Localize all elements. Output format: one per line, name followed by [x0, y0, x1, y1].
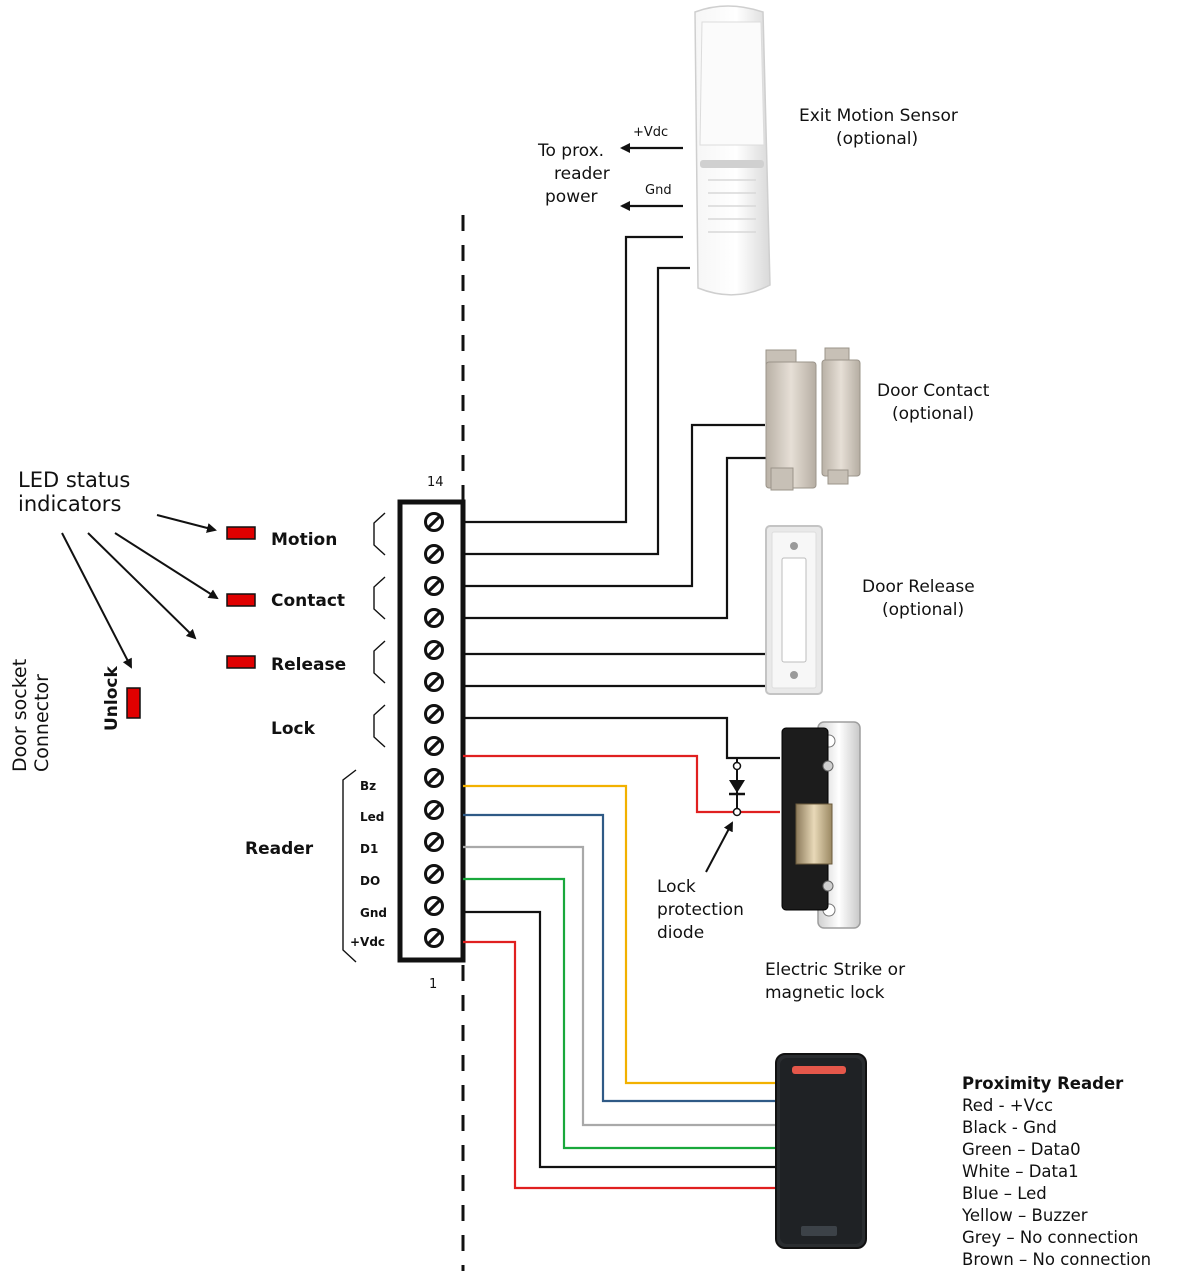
pin-label-do: DO: [360, 874, 380, 888]
strike-label: Electric Strike or magnetic lock: [765, 960, 910, 1003]
reader-pin-labels: Bz Led D1 DO Gnd +Vdc: [350, 779, 387, 949]
wire-blue-led: [463, 813, 780, 1103]
terminal-number-14: 14: [427, 475, 444, 490]
motion-sensor-label: Exit Motion Sensor (optional): [799, 106, 963, 149]
prox-legend-line: Brown – No connection: [962, 1250, 1151, 1269]
power-gnd-label: Gnd: [645, 183, 672, 198]
pin-label-d1: D1: [360, 842, 378, 856]
door-release-image: [765, 525, 823, 695]
prox-legend-line: White – Data1: [962, 1162, 1079, 1181]
motion-sensor-image: [694, 5, 771, 296]
terminal-screw-5: [424, 800, 444, 820]
wire-black-gnd: [463, 910, 780, 1169]
pin-label-led: Led: [360, 810, 384, 824]
device-wires: [463, 235, 785, 760]
prox-legend-line: Yellow – Buzzer: [961, 1206, 1088, 1225]
prox-legend-line: Green – Data0: [962, 1140, 1081, 1159]
terminal-screw-2: [424, 896, 444, 916]
door-contact-label: Door Contact (optional): [877, 381, 995, 424]
led-motion: [226, 526, 256, 540]
power-vdc-label: +Vdc: [633, 125, 668, 140]
pin-label-gnd: Gnd: [360, 906, 387, 920]
proximity-reader-image: [775, 1053, 867, 1249]
terminal-screw-6: [424, 768, 444, 788]
door-release-label: Door Release (optional): [862, 577, 980, 620]
terminal-screw-1: [424, 928, 444, 948]
led-label-unlock: Unlock: [102, 666, 122, 731]
wire-yellow-buzzer: [463, 784, 780, 1085]
terminal-screw-8: [424, 704, 444, 724]
led-pointer-arrows: [61, 514, 219, 669]
prox-legend-line: Blue – Led: [962, 1184, 1047, 1203]
power-caption: To prox. reader power: [537, 141, 615, 207]
terminal-screw-12: [424, 576, 444, 596]
terminal-screw-4: [424, 832, 444, 852]
led-release: [226, 655, 256, 669]
wire-grey: [463, 845, 780, 1127]
electric-strike-image: [781, 721, 861, 929]
wire-green-data0: [463, 877, 780, 1150]
terminal-number-1: 1: [429, 977, 437, 992]
terminal-screw-10: [424, 640, 444, 660]
pin-label-bz: Bz: [360, 779, 376, 793]
wire-red-vcc: [463, 940, 780, 1190]
diode-pointer-arrow: [705, 821, 733, 873]
door-socket-label: Door socket Connector: [9, 653, 53, 772]
led-label-release: Release: [271, 655, 346, 675]
power-out-arrows: [620, 143, 683, 211]
led-label-motion: Motion: [271, 530, 337, 550]
lock-group-label: Lock: [271, 719, 316, 739]
prox-reader-title: Proximity Reader: [962, 1074, 1124, 1093]
terminal-screw-11: [424, 608, 444, 628]
reader-wires: [463, 784, 780, 1190]
group-braces: [342, 512, 386, 963]
prox-legend-line: Grey – No connection: [962, 1228, 1138, 1247]
pin-label-vdc: +Vdc: [350, 935, 385, 949]
terminal-block: [397, 499, 466, 963]
terminal-screw-13: [424, 544, 444, 564]
led-label-contact: Contact: [271, 591, 345, 611]
terminal-screw-9: [424, 672, 444, 692]
terminal-screw-3: [424, 864, 444, 884]
prox-legend-line: Red - +Vcc: [962, 1096, 1053, 1115]
diode-label: Lock protection diode: [657, 877, 749, 943]
led-unlock: [126, 687, 141, 719]
led-status-label: LED status indicators: [18, 468, 137, 516]
prox-legend-line: Black - Gnd: [962, 1118, 1057, 1137]
protection-diode: [729, 758, 745, 817]
prox-reader-legend: Proximity Reader Red - +Vcc Black - Gnd …: [961, 1074, 1151, 1269]
door-contact-image: [765, 347, 861, 491]
terminal-screw-7: [424, 736, 444, 756]
terminal-screw-14: [424, 512, 444, 532]
led-contact: [226, 593, 256, 607]
reader-group-label: Reader: [245, 839, 314, 859]
